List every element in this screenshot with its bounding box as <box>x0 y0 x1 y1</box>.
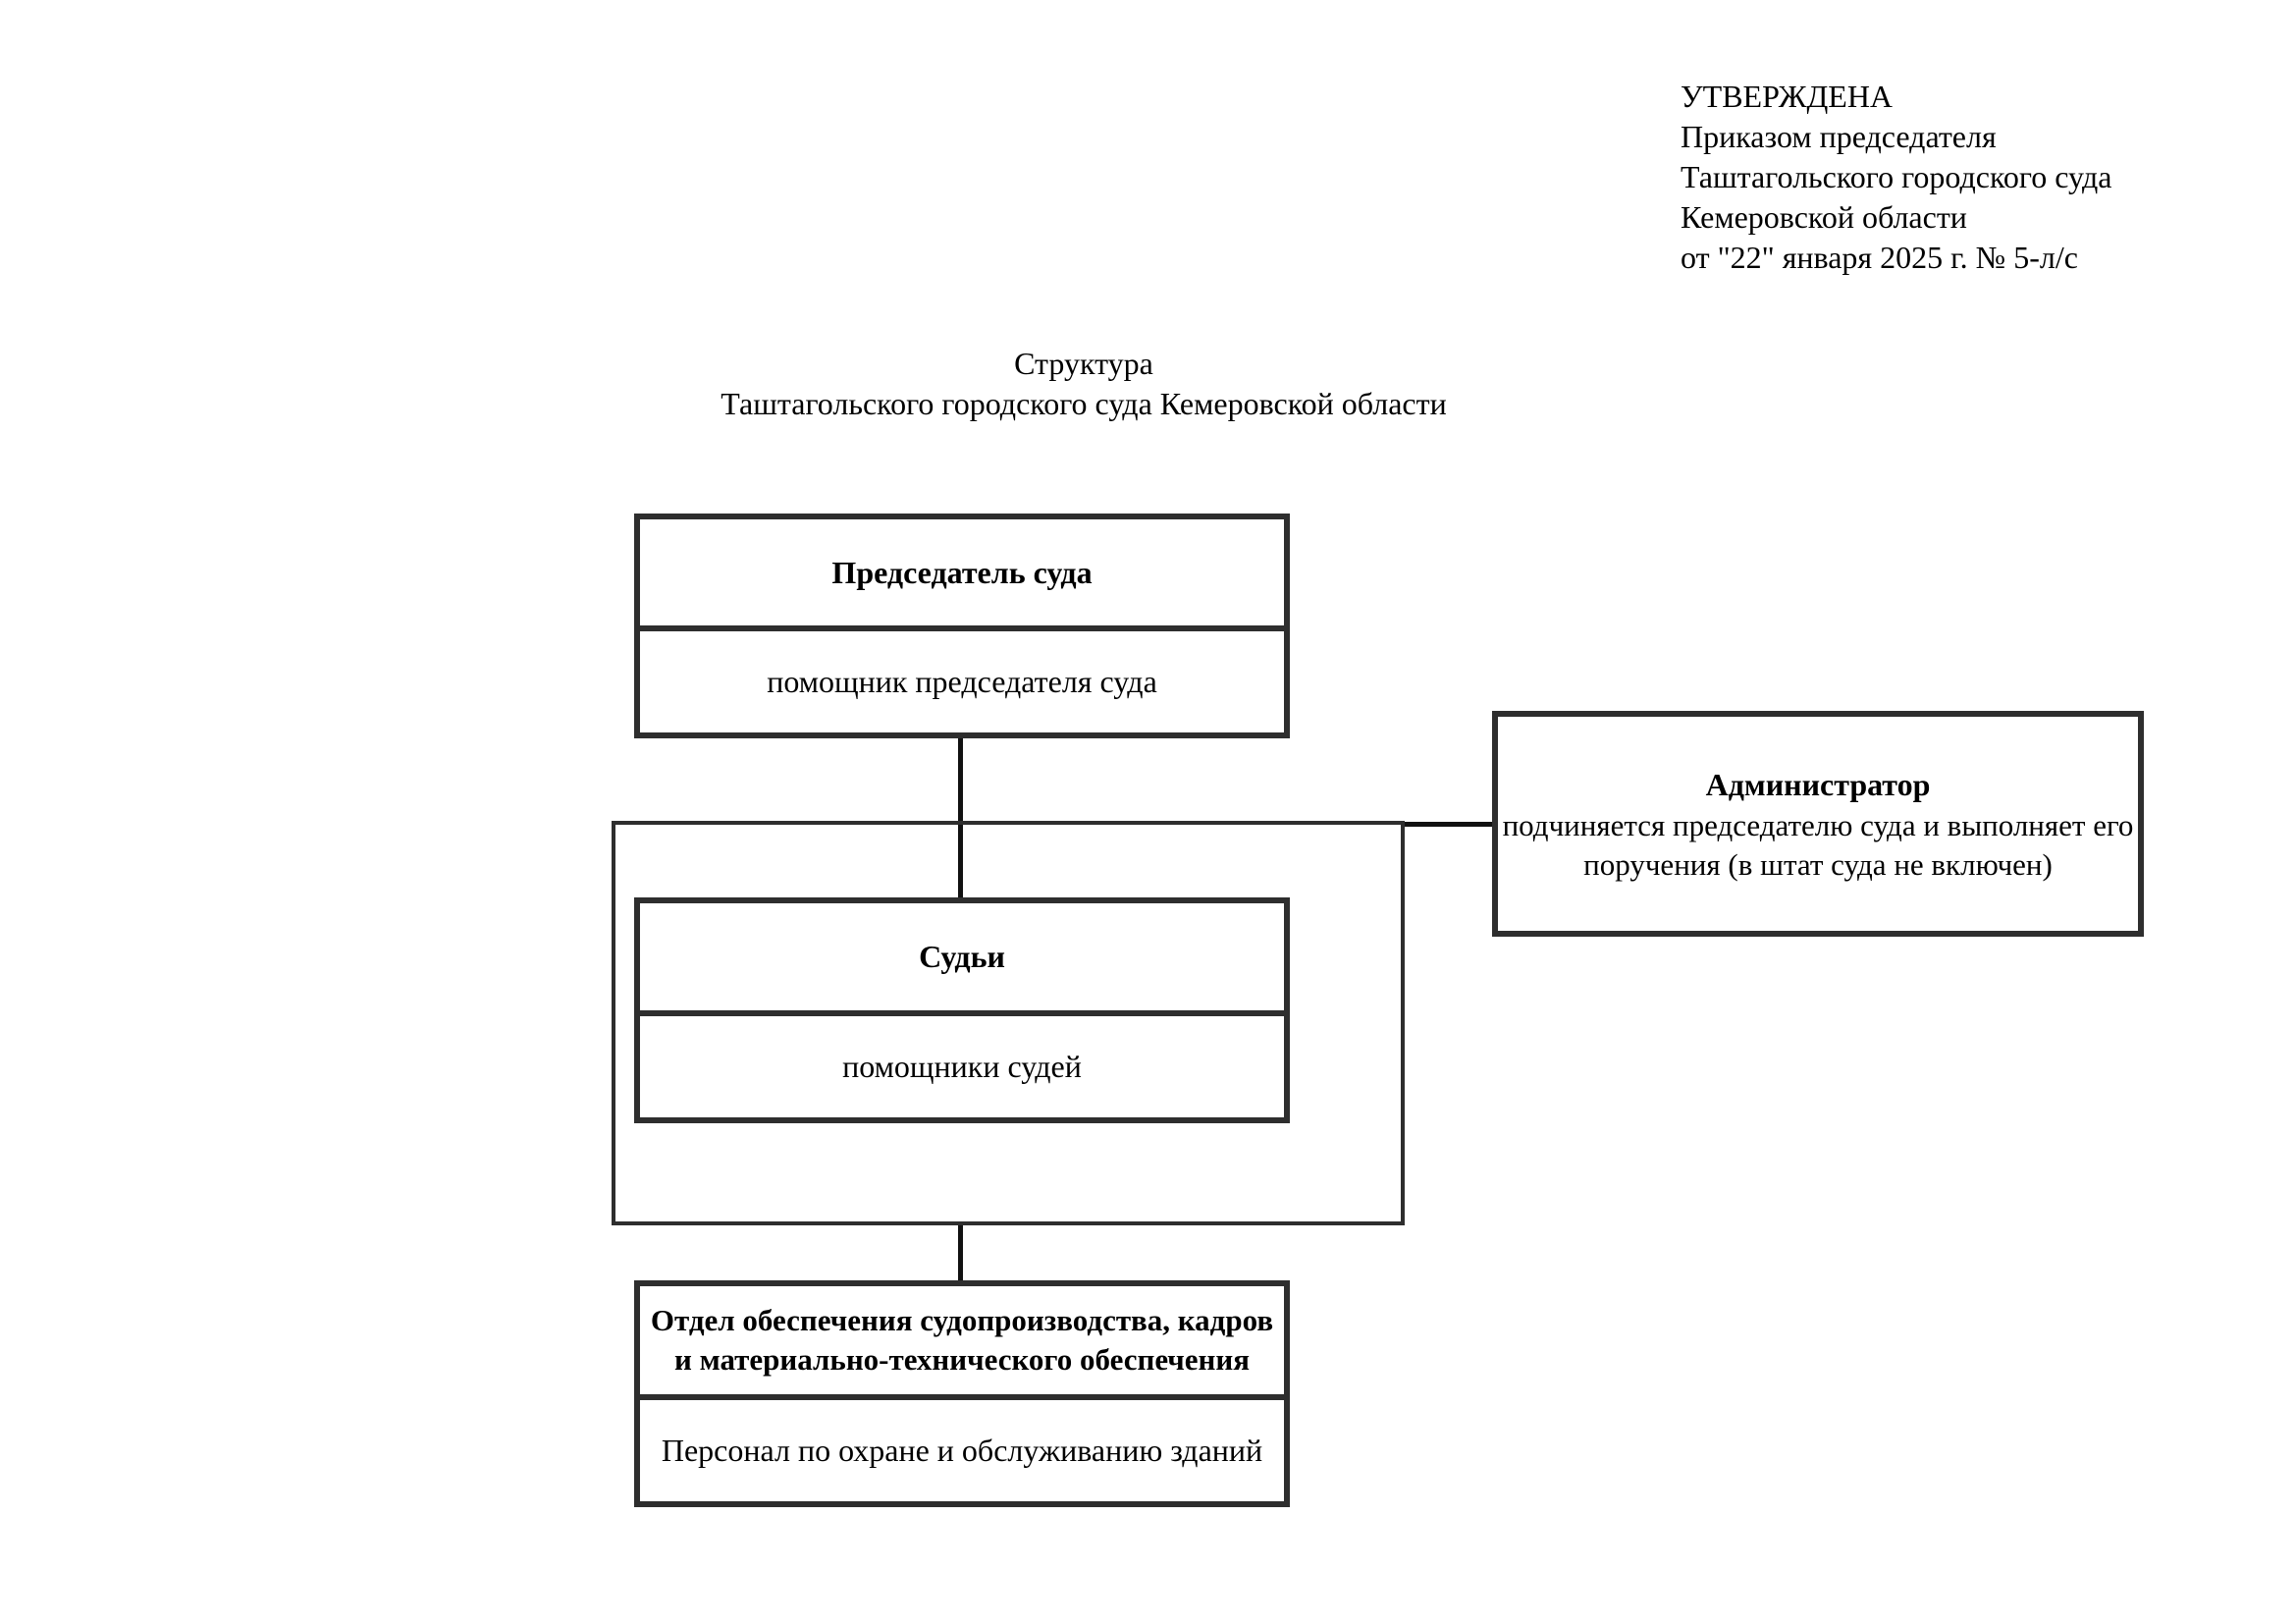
chairman-title-cell: Председатель суда <box>640 519 1284 631</box>
judges-box: Судьи помощники судей <box>634 897 1290 1123</box>
department-staff-cell: Персонал по охране и обслуживанию зданий <box>640 1400 1284 1501</box>
chairman-assistant-label: помощник председателя суда <box>767 664 1157 699</box>
judges-assistants-label: помощники судей <box>842 1049 1082 1084</box>
department-box: Отдел обеспечения судопроизводства, кадр… <box>634 1280 1290 1507</box>
administrator-title: Администратор <box>1705 767 1931 802</box>
approval-block: УТВЕРЖДЕНА Приказом председателя Таштаго… <box>1681 77 2111 278</box>
department-title-cell: Отдел обеспечения судопроизводства, кадр… <box>640 1286 1284 1400</box>
connector-chairman-to-judges <box>958 736 963 901</box>
connector-judges-group-to-department <box>958 1221 963 1284</box>
connector-judges-group-to-administrator <box>1401 822 1494 827</box>
department-title-line-1: Отдел обеспечения судопроизводства, кадр… <box>650 1303 1274 1337</box>
document-title: Структура Таштагольского городского суда… <box>593 344 1575 424</box>
document-title-line-2: Таштагольского городского суда Кемеровск… <box>721 386 1447 421</box>
document-title-line-1: Структура <box>1014 346 1153 381</box>
approval-line: Кемеровской области <box>1681 199 1967 235</box>
administrator-box: Администратор подчиняется председателю с… <box>1492 711 2144 937</box>
administrator-description-line: подчиняется председателю суда и выполняе… <box>1502 808 2134 842</box>
judges-group-box <box>612 821 1405 1225</box>
administrator-description-line: поручения (в штат суда не включен) <box>1583 847 2053 882</box>
chairman-assistant-cell: помощник председателя суда <box>640 631 1284 732</box>
judges-title: Судьи <box>919 939 1005 974</box>
approval-line: УТВЕРЖДЕНА <box>1681 79 1894 114</box>
department-staff-label: Персонал по охране и обслуживанию зданий <box>661 1433 1263 1468</box>
chairman-title: Председатель суда <box>831 554 1093 590</box>
approval-line: Таштагольского городского суда <box>1681 159 2112 194</box>
chairman-box: Председатель суда помощник председателя … <box>634 514 1290 738</box>
department-title-line-2: и материально-технического обеспечения <box>673 1342 1251 1377</box>
judges-title-cell: Судьи <box>640 903 1284 1016</box>
approval-line: Приказом председателя <box>1681 119 1997 154</box>
judges-assistants-cell: помощники судей <box>640 1016 1284 1117</box>
approval-line: от "22" января 2025 г. № 5-л/с <box>1681 240 2078 275</box>
